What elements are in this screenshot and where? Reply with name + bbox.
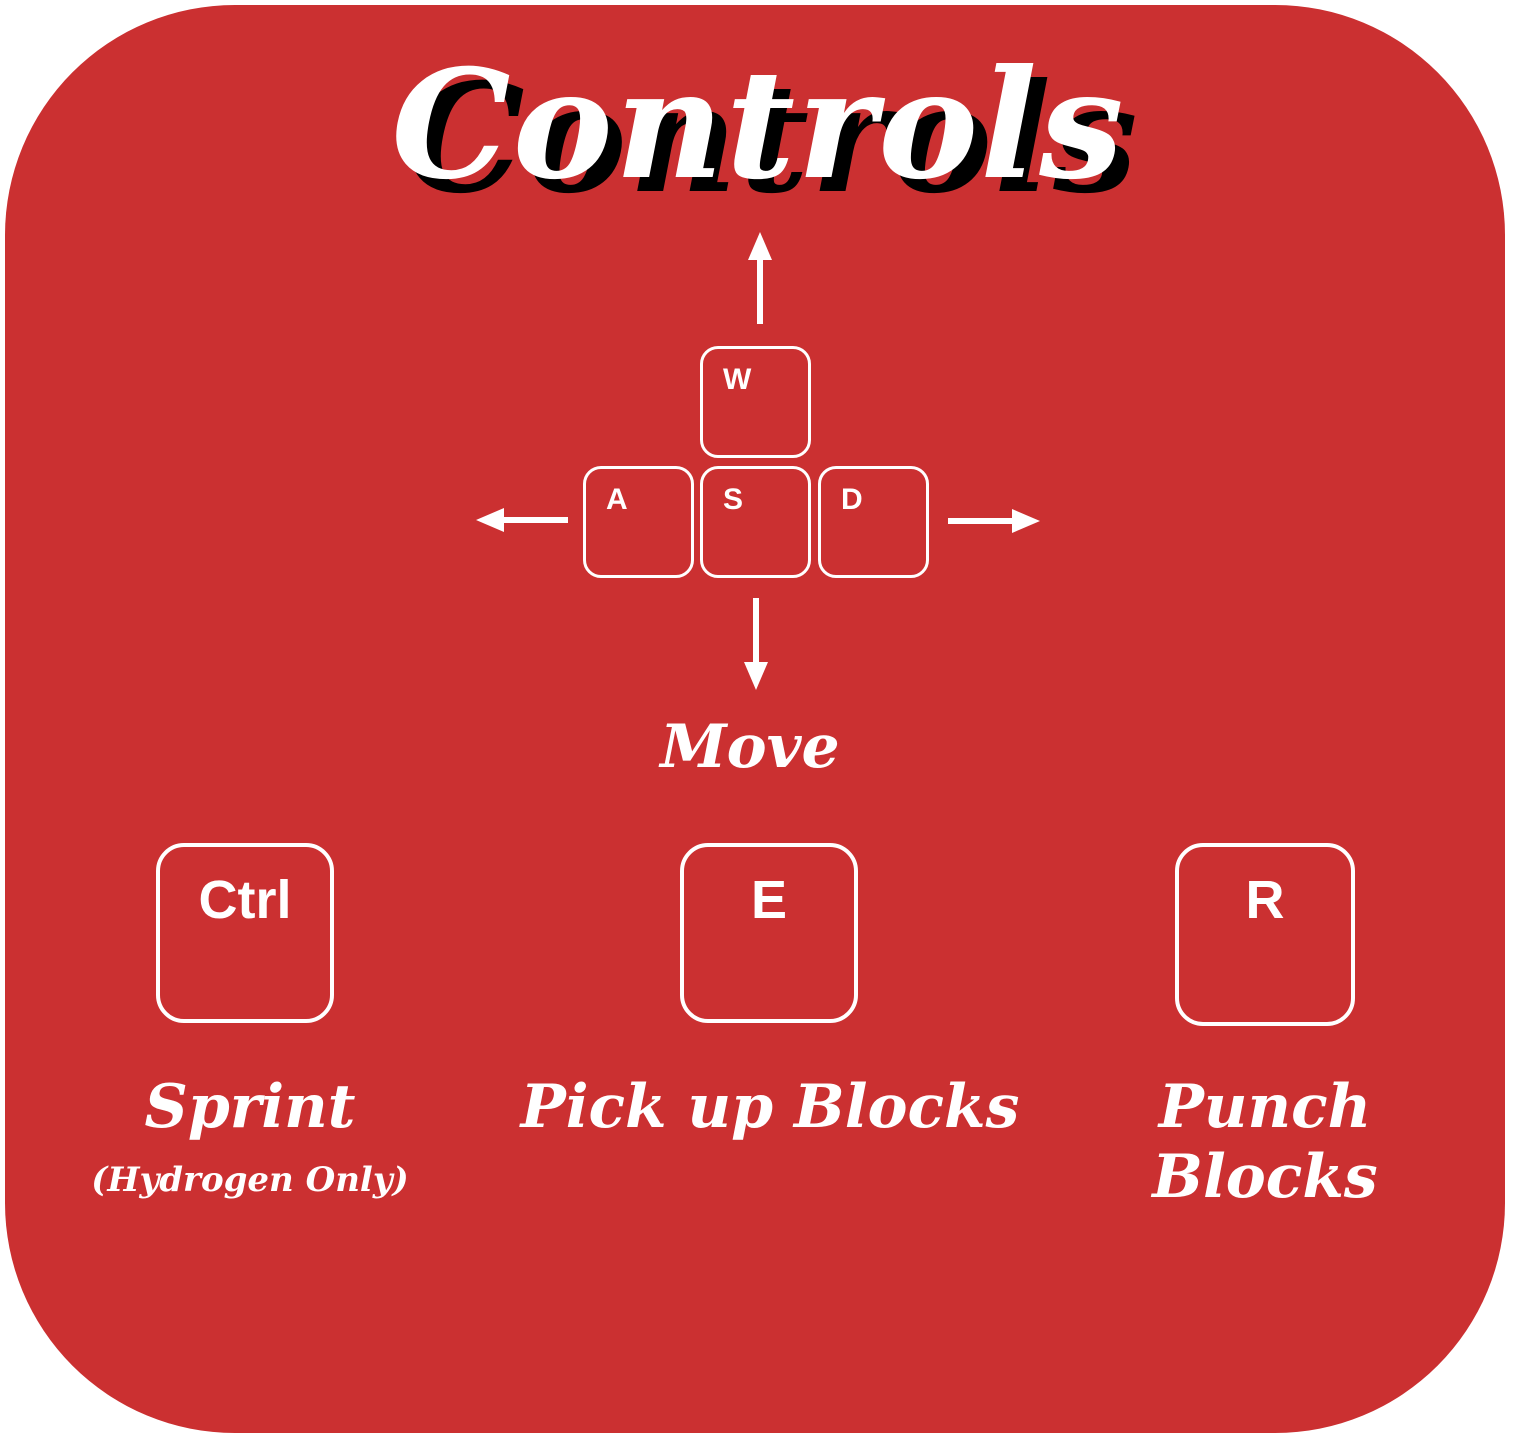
arrow-up-icon [748, 232, 772, 324]
key-a: A [583, 466, 694, 578]
key-r: R [1175, 843, 1355, 1026]
key-w-label: W [723, 363, 752, 396]
key-s: S [700, 466, 811, 578]
key-ctrl-label: Ctrl [198, 870, 292, 930]
punch-caption: Punch Blocks [1152, 1072, 1378, 1212]
key-e-label: E [750, 870, 788, 930]
arrow-down-icon [744, 598, 768, 690]
key-a-label: A [606, 483, 628, 516]
pick-up-caption: Pick up Blocks [520, 1072, 1020, 1142]
controls-panel [5, 5, 1505, 1433]
key-w: W [700, 346, 811, 458]
arrow-right-icon [948, 509, 1040, 533]
key-r-label: R [1245, 870, 1285, 930]
sprint-caption: Sprint [144, 1072, 356, 1142]
key-d-label: D [841, 483, 863, 516]
key-d: D [818, 466, 929, 578]
key-ctrl: Ctrl [156, 843, 334, 1023]
page-title: Controls [391, 37, 1126, 213]
sprint-note: (Hydrogen Only) [91, 1160, 409, 1200]
key-s-label: S [723, 483, 744, 516]
move-caption: Move [660, 712, 840, 782]
arrow-left-icon [476, 508, 568, 532]
key-e: E [680, 843, 858, 1023]
